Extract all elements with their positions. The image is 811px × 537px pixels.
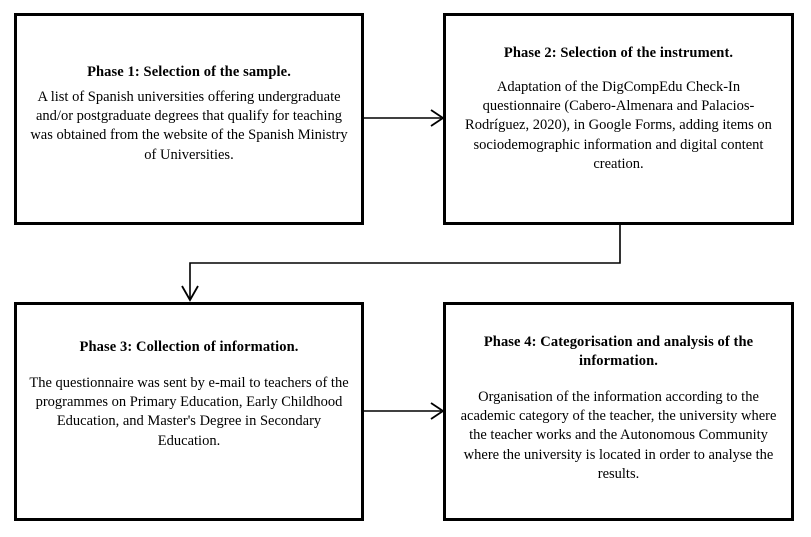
phase-1-body: A list of Spanish universities offering …	[30, 88, 348, 163]
phase-3-body: The questionnaire was sent by e-mail to …	[29, 374, 349, 449]
phase-box-2: Phase 2: Selection of the instrument. Ad…	[443, 13, 794, 225]
arrow-phase2-to-phase3	[181, 222, 621, 302]
phase-box-4: Phase 4: Categorisation and analysis of …	[443, 302, 794, 521]
phase-1-title: Phase 1: Selection of the sample.	[87, 64, 291, 80]
phase-4-body: Organisation of the information accordin…	[460, 388, 777, 482]
phase-4-title: Phase 4: Categorisation and analysis of …	[483, 334, 754, 369]
phase-3-title: Phase 3: Collection of information.	[79, 339, 299, 355]
phase-box-1: Phase 1: Selection of the sample. A list…	[14, 13, 364, 225]
arrow-phase1-to-phase2	[363, 109, 445, 127]
arrow-phase3-to-phase4	[363, 402, 445, 420]
phase-2-title: Phase 2: Selection of the instrument.	[503, 45, 734, 61]
phase-box-3: Phase 3: Collection of information. The …	[14, 302, 364, 521]
phase-2-body: Adaptation of the DigCompEdu Check-In qu…	[465, 78, 772, 172]
